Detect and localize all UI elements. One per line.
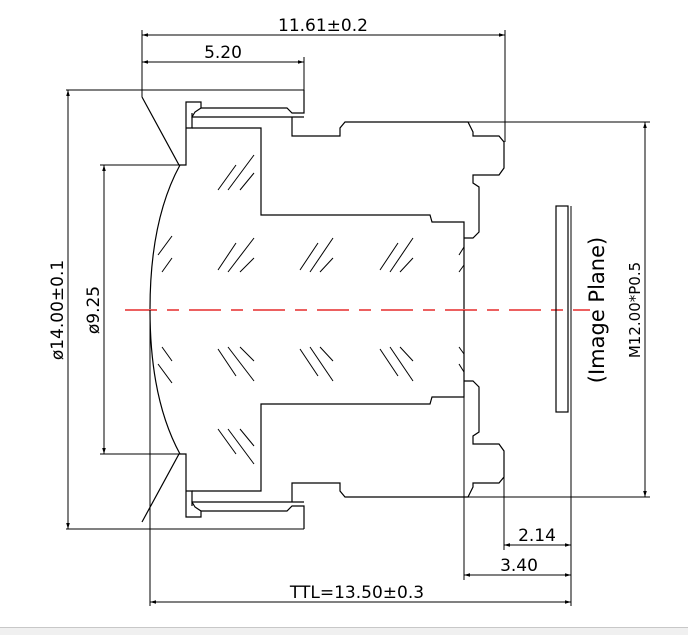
- outer-diameter-label: ø14.00±0.1: [48, 260, 68, 360]
- window-bottom-bar: [0, 627, 688, 635]
- thread-label: M12.00*P0.5: [626, 262, 644, 358]
- back-focal-label: 3.40: [500, 556, 538, 576]
- ttl-label: TTL=13.50±0.3: [289, 583, 424, 603]
- flange-to-image-label: 2.14: [518, 526, 556, 546]
- extension-lines: [66, 30, 650, 606]
- front-length-label: 5.20: [204, 43, 242, 63]
- lens-upper-half: [141, 89, 505, 310]
- image-plane-sensor: [555, 205, 569, 413]
- clear-aperture-label: ø9.25: [84, 286, 104, 334]
- overall-length-label: 11.61±0.2: [278, 16, 368, 36]
- image-plane-label: (Image Plane): [585, 237, 609, 383]
- dimension-lines: [66, 33, 647, 604]
- lens-lower-half: [141, 309, 505, 530]
